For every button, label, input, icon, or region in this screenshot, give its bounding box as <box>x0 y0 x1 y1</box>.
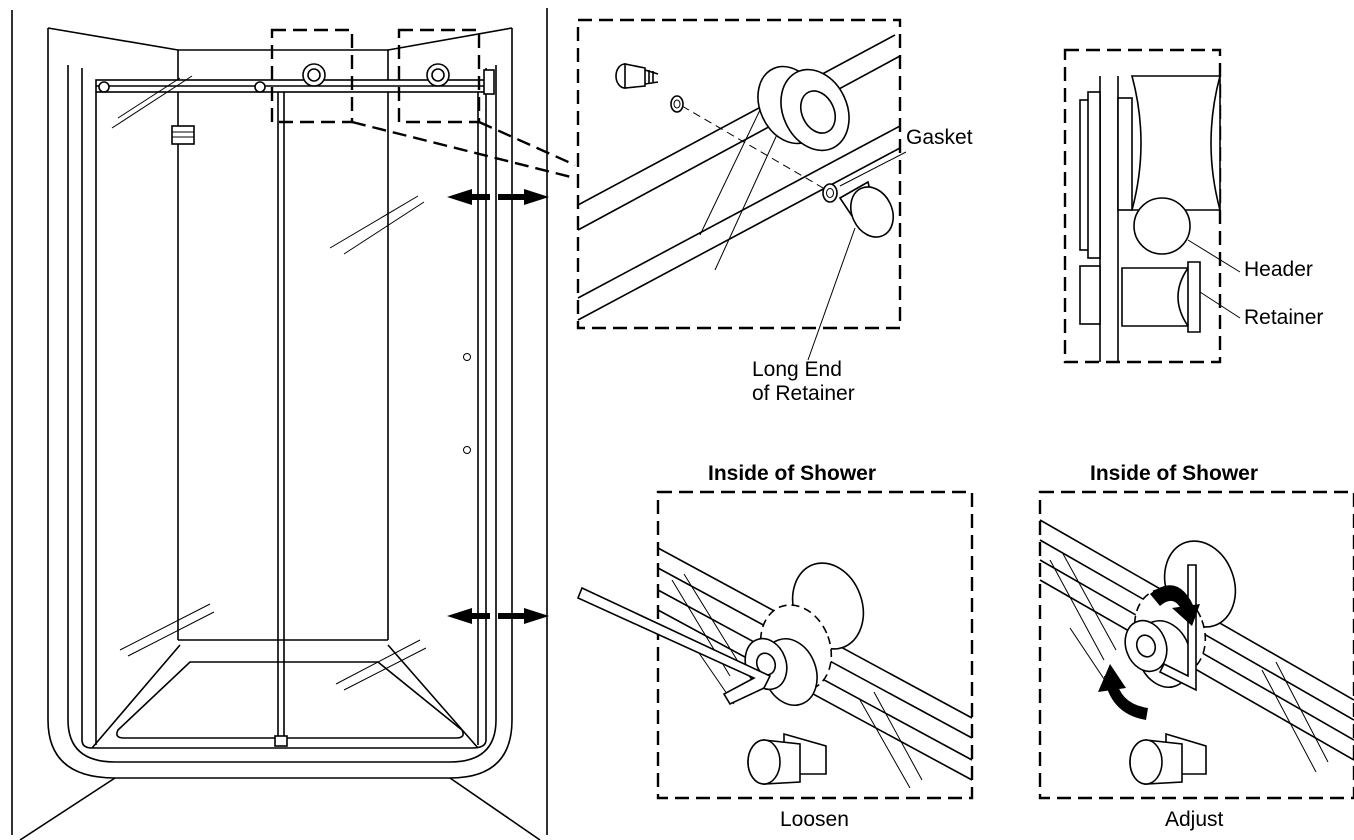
inside-of-shower-heading-left: Inside of Shower <box>708 462 877 485</box>
side-detail <box>1063 48 1241 364</box>
long-end-label-line2: of Retainer <box>752 382 855 405</box>
shower-enclosure <box>11 8 576 840</box>
retainer-label: Retainer <box>1244 306 1324 329</box>
header-label: Header <box>1244 258 1313 281</box>
loosen-detail <box>576 490 974 800</box>
adjust-detail <box>1038 490 1354 800</box>
roller-detail <box>576 18 907 361</box>
gasket-label: Gasket <box>906 126 973 149</box>
loosen-caption: Loosen <box>780 808 849 831</box>
long-end-label-line1: Long End <box>752 358 842 381</box>
inside-of-shower-heading-right: Inside of Shower <box>1090 462 1259 485</box>
adjust-caption: Adjust <box>1165 808 1224 831</box>
